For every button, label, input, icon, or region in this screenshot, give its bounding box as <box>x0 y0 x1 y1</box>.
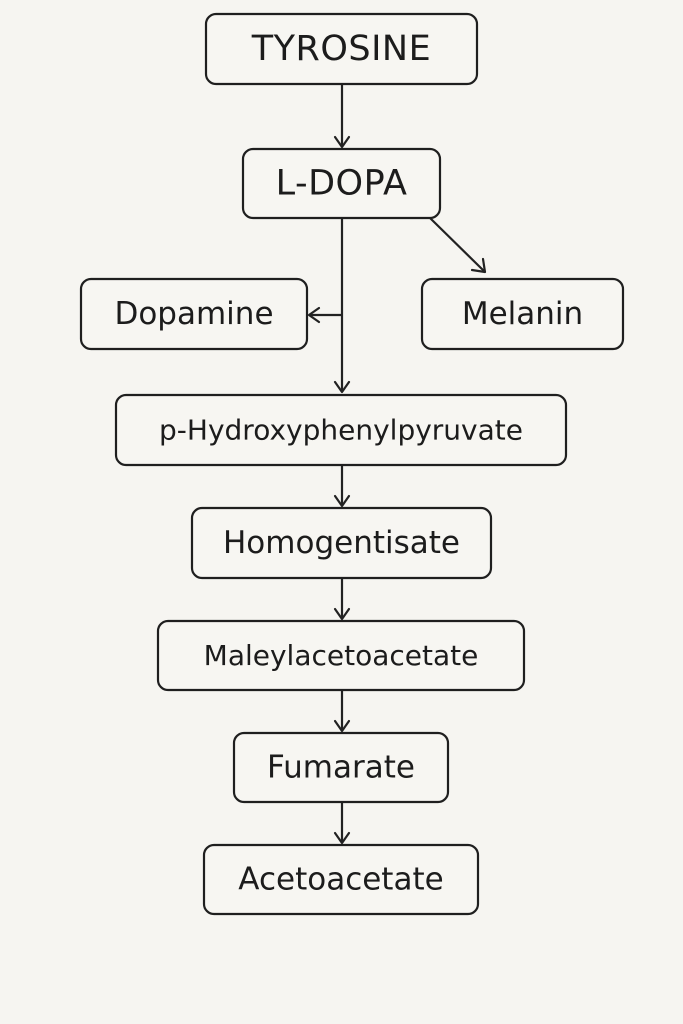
edge-fumarate-to-acetoacetate <box>333 802 351 845</box>
edge-l-dopa-to-p-hydroxyphenylpyruvate <box>333 218 351 394</box>
node-dopamine-label: Dopamine <box>114 296 273 332</box>
node-homogentisate-label: Homogentisate <box>223 525 460 561</box>
node-l-dopa: L-DOPA <box>241 147 442 220</box>
edge-homogentisate-to-maleylacetoacetate <box>333 578 351 621</box>
node-maleylacetoacetate: Maleylacetoacetate <box>156 619 526 692</box>
edge-l-dopa-to-dopamine <box>307 306 342 324</box>
node-melanin: Melanin <box>420 277 625 351</box>
edge-p-hydroxyphenylpyruvate-to-homogentisate <box>333 466 351 508</box>
node-homogentisate: Homogentisate <box>190 506 493 580</box>
node-tyrosine-label: TYROSINE <box>251 29 431 69</box>
edge-l-dopa-to-melanin <box>429 217 487 274</box>
node-p-hydroxyphenylpyruvate-label: p-Hydroxyphenylpyruvate <box>159 414 523 447</box>
node-maleylacetoacetate-label: Maleylacetoacetate <box>204 639 479 672</box>
node-p-hydroxyphenylpyruvate: p-Hydroxyphenylpyruvate <box>114 393 568 467</box>
node-acetoacetate: Acetoacetate <box>202 843 480 916</box>
edge-tyrosine-to-l-dopa <box>333 84 351 149</box>
node-tyrosine: TYROSINE <box>204 12 479 86</box>
node-l-dopa-label: L-DOPA <box>276 164 408 204</box>
edges <box>307 84 487 845</box>
node-fumarate-label: Fumarate <box>267 750 415 786</box>
edge-maleylacetoacetate-to-fumarate <box>333 690 351 733</box>
node-acetoacetate-label: Acetoacetate <box>238 862 443 898</box>
node-melanin-label: Melanin <box>462 296 583 332</box>
node-dopamine: Dopamine <box>79 277 309 351</box>
node-fumarate: Fumarate <box>232 731 450 804</box>
